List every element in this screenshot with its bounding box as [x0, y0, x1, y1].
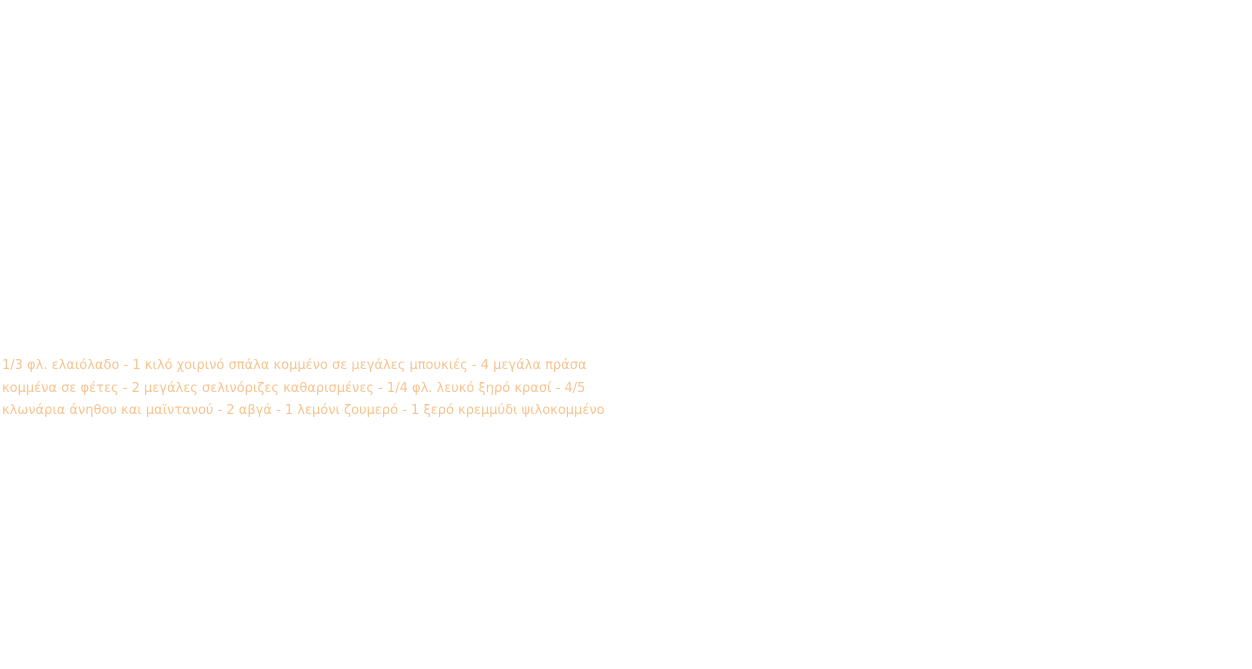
ingredients-line-1: 1/3 φλ. ελαιόλαδο - 1 κιλό χοιρινό σπάλα… [2, 358, 587, 373]
ingredients-line-3: κλωνάρια άνηθου και μαϊντανού - 2 αβγά -… [2, 403, 605, 418]
ingredients-text: 1/3 φλ. ελαιόλαδο - 1 κιλό χοιρινό σπάλα… [2, 355, 605, 423]
ingredients-line-2: κομμένα σε φέτες - 2 μεγάλες σελινόριζες… [2, 380, 586, 396]
